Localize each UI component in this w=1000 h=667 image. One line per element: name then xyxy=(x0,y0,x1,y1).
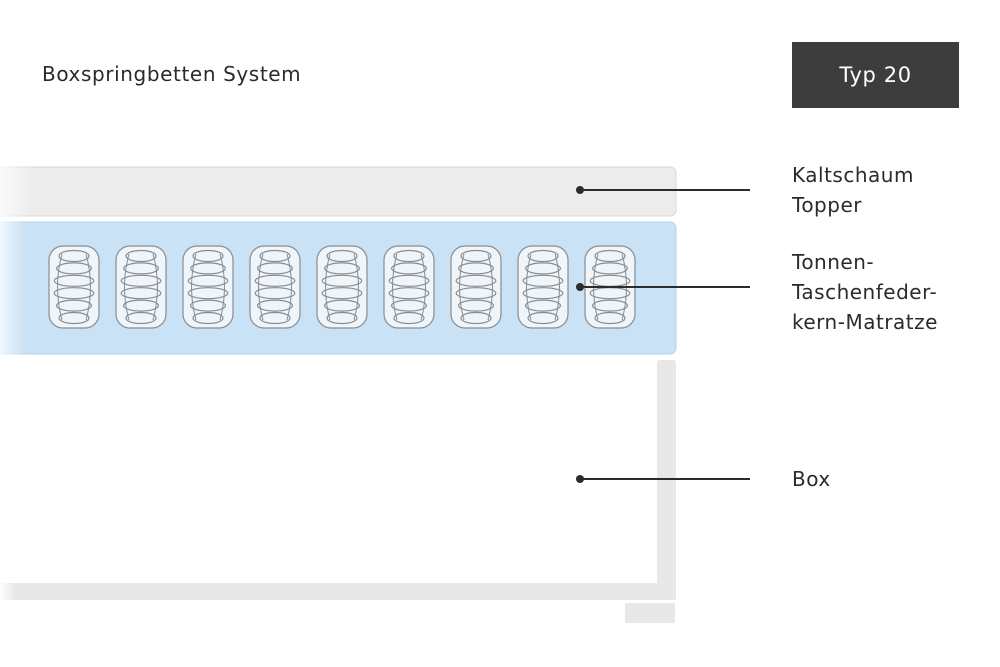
label-matratze-line-1: Tonnen- xyxy=(792,250,875,274)
box-foot xyxy=(625,603,675,623)
pocket-spring xyxy=(182,245,234,329)
leader-matratze xyxy=(576,283,750,291)
label-topper: Kaltschaum Topper xyxy=(792,160,914,220)
pocket-spring xyxy=(383,245,435,329)
leader-topper-dot xyxy=(576,186,584,194)
matratze-layer xyxy=(0,221,677,356)
pocket-spring xyxy=(249,245,301,329)
label-matratze: Tonnen- Taschenfeder- kern-Matratze xyxy=(792,247,938,337)
leader-matratze-dot xyxy=(576,283,584,291)
topper-layer xyxy=(0,166,677,218)
pocket-spring xyxy=(517,245,569,329)
type-badge: Typ 20 xyxy=(792,42,959,108)
leader-box-dot xyxy=(576,475,584,483)
label-matratze-line-2: Taschenfeder- xyxy=(792,280,938,304)
label-matratze-line-3: kern-Matratze xyxy=(792,310,938,334)
box-layer xyxy=(0,360,676,623)
pocket-spring xyxy=(316,245,368,329)
leader-box xyxy=(576,475,750,483)
label-box: Box xyxy=(792,464,831,494)
label-box-line-1: Box xyxy=(792,467,831,491)
leader-topper xyxy=(576,186,750,194)
label-topper-line-2: Topper xyxy=(792,193,862,217)
label-topper-line-1: Kaltschaum xyxy=(792,163,914,187)
pocket-spring xyxy=(450,245,502,329)
box-bottom-rail xyxy=(0,583,676,600)
page-title: Boxspringbetten System xyxy=(42,62,302,86)
